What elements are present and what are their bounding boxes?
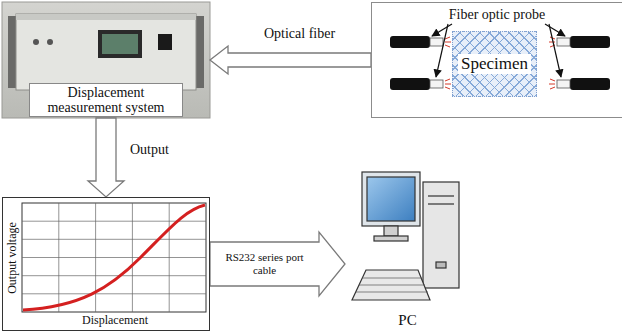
- pc-label: PC: [345, 312, 470, 328]
- connector-label: Output: [128, 142, 171, 158]
- chart-plot: [22, 203, 206, 312]
- instrument-box: Displacement measurement system: [2, 2, 210, 118]
- chart-box: Output voltageDisplacement: [2, 197, 210, 331]
- block-arrow: [210, 232, 345, 296]
- axis-title: Output voltage: [5, 222, 19, 294]
- connector-label: RS232 series port cable: [223, 251, 307, 277]
- block-arrow: [88, 118, 124, 197]
- connector-label: Optical fiber: [262, 26, 337, 42]
- instrument-label: Displacement measurement system: [29, 83, 183, 117]
- instrument-photo: [2, 2, 210, 118]
- specimen-box: Specimen: [452, 31, 537, 97]
- block-arrow: [210, 46, 371, 74]
- probe-panel: Specimen Fiber optic probe: [371, 2, 622, 118]
- pc-icon: [352, 172, 459, 300]
- probe-label: Fiber optic probe: [372, 7, 622, 23]
- axis-title: Displacement: [23, 313, 207, 327]
- pc-node: PC: [345, 165, 470, 331]
- specimen-label: Specimen: [458, 54, 531, 74]
